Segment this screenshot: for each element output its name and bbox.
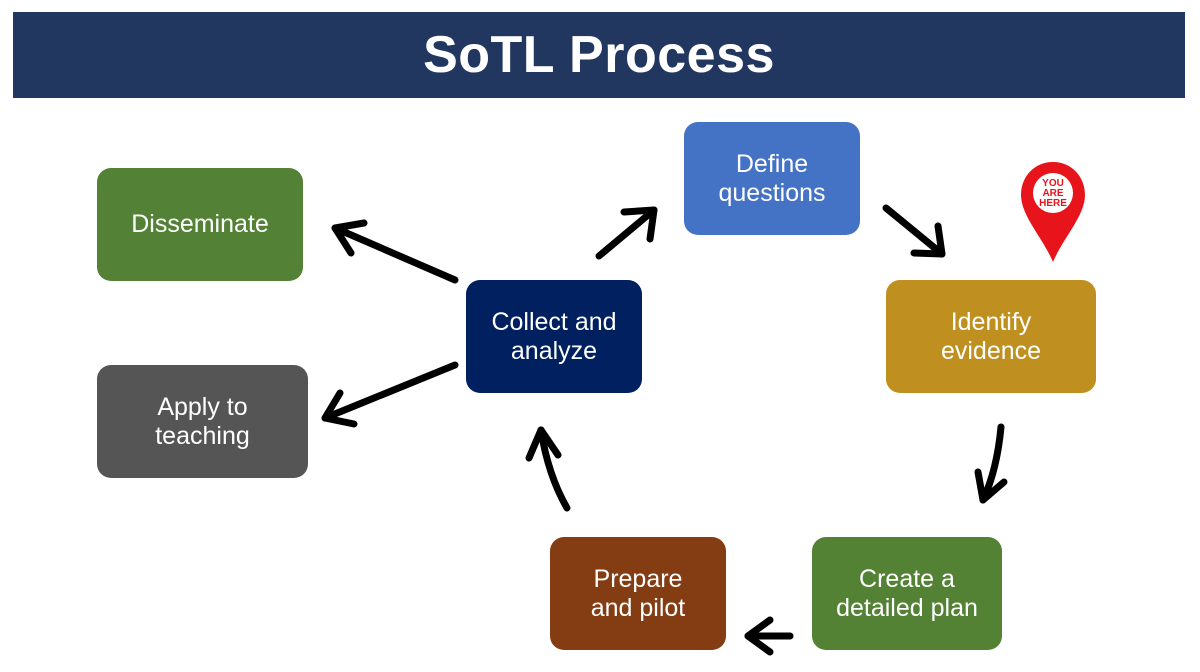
arrow-prepare-to-collect xyxy=(525,426,571,512)
you-are-here-line1: YOU xyxy=(1042,178,1064,189)
arrow-plan-to-prepare xyxy=(744,616,794,656)
arrow-identify-to-plan xyxy=(974,423,1008,504)
step-collect-analyze: Collect and analyze xyxy=(466,280,642,393)
location-pin-icon: YOU ARE HERE xyxy=(1021,162,1085,262)
step-disseminate: Disseminate xyxy=(97,168,303,281)
you-are-here-line3: HERE xyxy=(1039,198,1067,209)
page-title: SoTL Process xyxy=(423,26,775,84)
step-apply-to-teaching: Apply to teaching xyxy=(97,365,308,478)
step-identify-evidence: Identify evidence xyxy=(886,280,1096,393)
step-create-plan: Create a detailed plan xyxy=(812,537,1002,650)
arrow-collect-to-disseminate xyxy=(331,219,459,284)
title-bar: SoTL Process xyxy=(13,12,1185,98)
arrow-collect-to-define xyxy=(595,206,658,260)
location-pin-badge xyxy=(1033,173,1073,213)
you-are-here-line2: ARE xyxy=(1042,188,1063,199)
arrow-collect-to-apply xyxy=(321,361,459,428)
step-define-questions: Define questions xyxy=(684,122,860,235)
arrow-define-to-identify xyxy=(882,204,946,258)
step-prepare-pilot: Prepare and pilot xyxy=(550,537,726,650)
